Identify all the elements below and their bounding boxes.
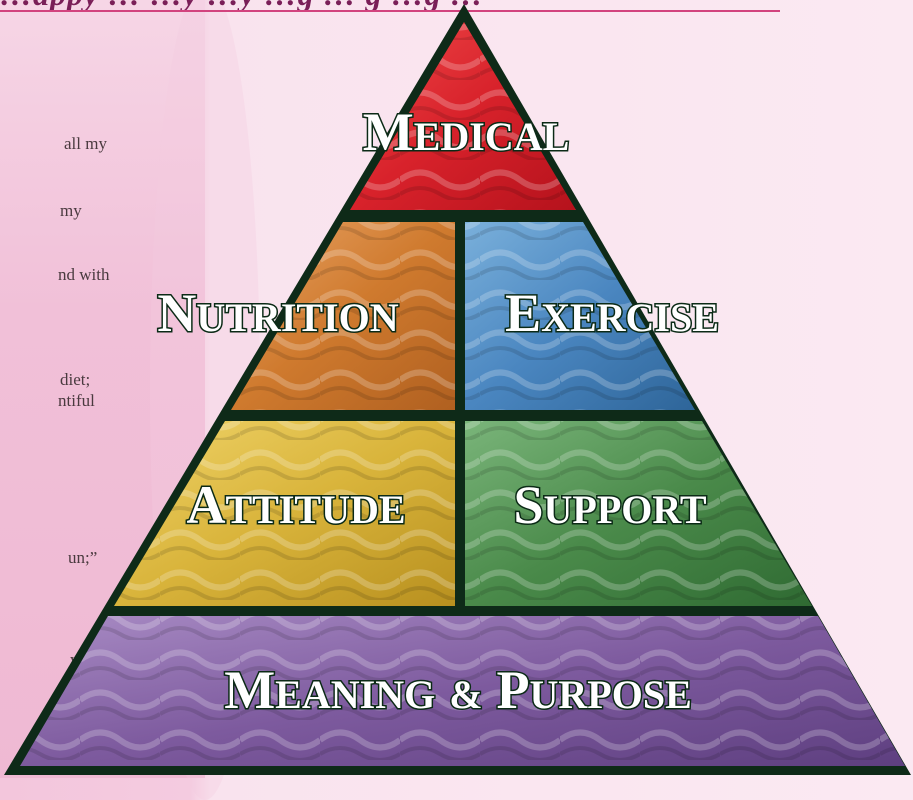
side-text-line: diet;	[60, 370, 91, 389]
label-exercise-rest: XERCISE	[541, 295, 719, 340]
label-ampersand: &	[449, 672, 482, 717]
side-text-line: all my	[64, 134, 107, 153]
label-meaning-purpose: MEANING&PURPOSE	[224, 660, 692, 720]
page-header-title: …appy … …y …y …g … g …g …	[0, 0, 913, 12]
label-exercise: EXERCISE	[505, 283, 719, 343]
label-attitude-initial: A	[186, 475, 225, 535]
label-support-rest: UPPORT	[544, 487, 707, 532]
side-text-line: ntiful	[58, 391, 95, 410]
label-support: SUPPORT	[513, 475, 706, 535]
label-exercise-initial: E	[505, 283, 541, 343]
label-meaning-rest: EANING	[275, 672, 435, 717]
side-text-line: my	[60, 201, 82, 220]
tier-exercise-texture	[465, 222, 695, 410]
label-attitude-rest: TTITUDE	[225, 487, 405, 532]
label-support-initial: S	[513, 475, 543, 535]
tier-medical-texture	[350, 22, 576, 210]
label-purpose-initial: P	[497, 660, 530, 720]
tier-meaning-purpose-texture	[20, 616, 905, 766]
side-text-line: un;”	[68, 548, 98, 567]
health-pyramid-diagram: MEDICAL NUTRITION EXERCISE ATTITUDE SUPP…	[4, 4, 911, 775]
label-nutrition: NUTRITION	[157, 283, 398, 343]
label-meaning-initial: M	[224, 660, 275, 720]
label-medical-initial: M	[363, 102, 414, 162]
tier-support-texture	[465, 421, 812, 606]
label-attitude: ATTITUDE	[186, 475, 405, 535]
label-nutrition-rest: UTRITION	[196, 295, 398, 340]
side-text-line: nd with	[58, 265, 110, 284]
tier-nutrition-texture	[231, 222, 455, 410]
tier-attitude-texture	[114, 421, 455, 606]
label-medical-rest: EDICAL	[414, 114, 570, 159]
label-medical: MEDICAL	[363, 102, 570, 162]
label-nutrition-initial: N	[157, 283, 196, 343]
label-purpose-rest: URPOSE	[530, 672, 692, 717]
header-rule	[0, 10, 780, 12]
